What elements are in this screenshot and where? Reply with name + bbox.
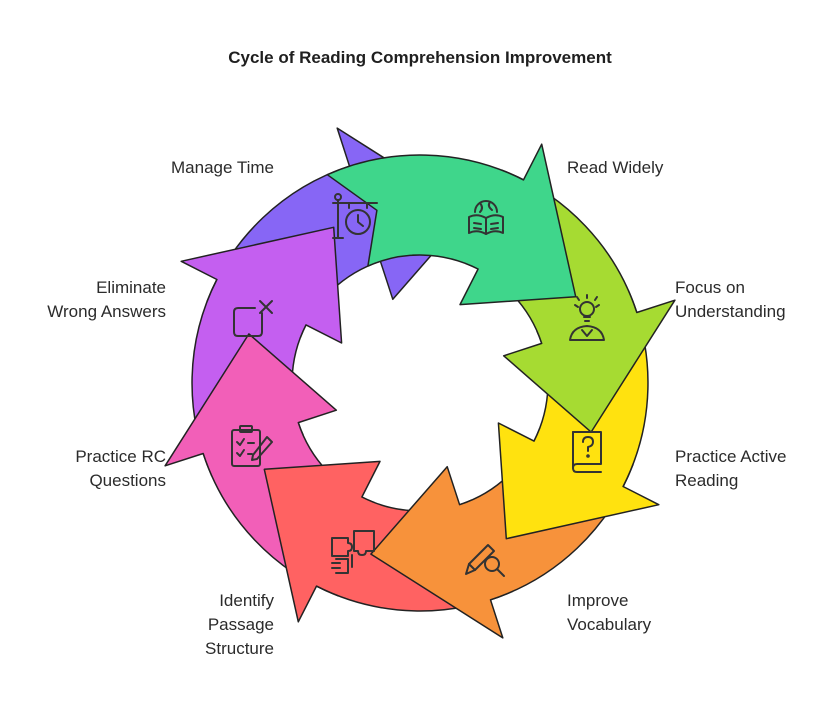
question-book-icon — [572, 431, 602, 473]
label-eliminate-wrong-answers: Eliminate Wrong Answers — [47, 278, 166, 321]
label-practice-rc-questions: Practice RC Questions — [75, 447, 166, 490]
label-improve-vocabulary: Improve Vocabulary — [567, 591, 652, 634]
pencil-magnifier-icon — [465, 544, 505, 577]
label-identify-passage-structure: Identify Passage Structure — [205, 591, 274, 658]
lightbulb-person-icon — [569, 294, 605, 341]
label-manage-time: Manage Time — [171, 158, 274, 177]
clipboard-checklist-icon — [231, 425, 273, 467]
open-book-globe-icon — [468, 200, 504, 235]
stopwatch-sign-icon — [332, 193, 378, 239]
puzzle-pieces-icon — [331, 530, 375, 574]
label-focus-on-understanding: Focus on Understanding — [675, 278, 786, 321]
label-practice-active-reading: Practice Active Reading — [675, 447, 787, 490]
cycle-segment-1 — [326, 143, 577, 306]
diagram-title: Cycle of Reading Comprehension Improveme… — [228, 48, 612, 67]
label-read-widely: Read Widely — [567, 158, 664, 177]
eliminate-box-icon — [233, 300, 273, 337]
